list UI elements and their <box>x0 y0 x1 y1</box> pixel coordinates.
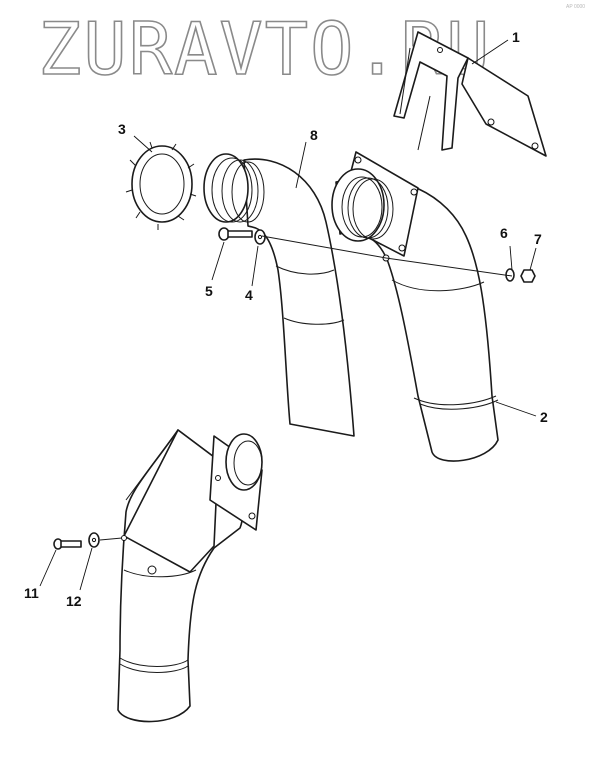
callout-6: 6 <box>500 225 508 241</box>
callout-12: 12 <box>66 593 82 609</box>
corner-reference-text: AP 0000 <box>566 4 585 10</box>
part-11-bolt <box>53 538 82 550</box>
part-7-nut <box>520 269 536 283</box>
lower-elbow-assembly <box>117 429 263 723</box>
part-12-washer <box>88 532 100 548</box>
callout-1: 1 <box>512 29 520 45</box>
part-5-bolt <box>218 227 253 241</box>
callout-4: 4 <box>245 287 253 303</box>
part-4-washer <box>254 229 266 245</box>
leader-lines <box>39 39 537 591</box>
callout-8: 8 <box>310 127 318 143</box>
callout-5: 5 <box>205 283 213 299</box>
part-2-elbow-pipe <box>331 151 499 462</box>
callout-7: 7 <box>534 231 542 247</box>
part-8-nozzle-pipe <box>203 153 355 437</box>
callout-11: 11 <box>24 585 39 601</box>
callout-2: 2 <box>540 409 548 425</box>
part-1-bracket <box>393 31 547 157</box>
callout-3: 3 <box>118 121 126 137</box>
assembly-alignment-line <box>261 235 513 277</box>
part-3-clamp-ring <box>125 141 197 230</box>
lower-alignment-line <box>99 537 123 541</box>
